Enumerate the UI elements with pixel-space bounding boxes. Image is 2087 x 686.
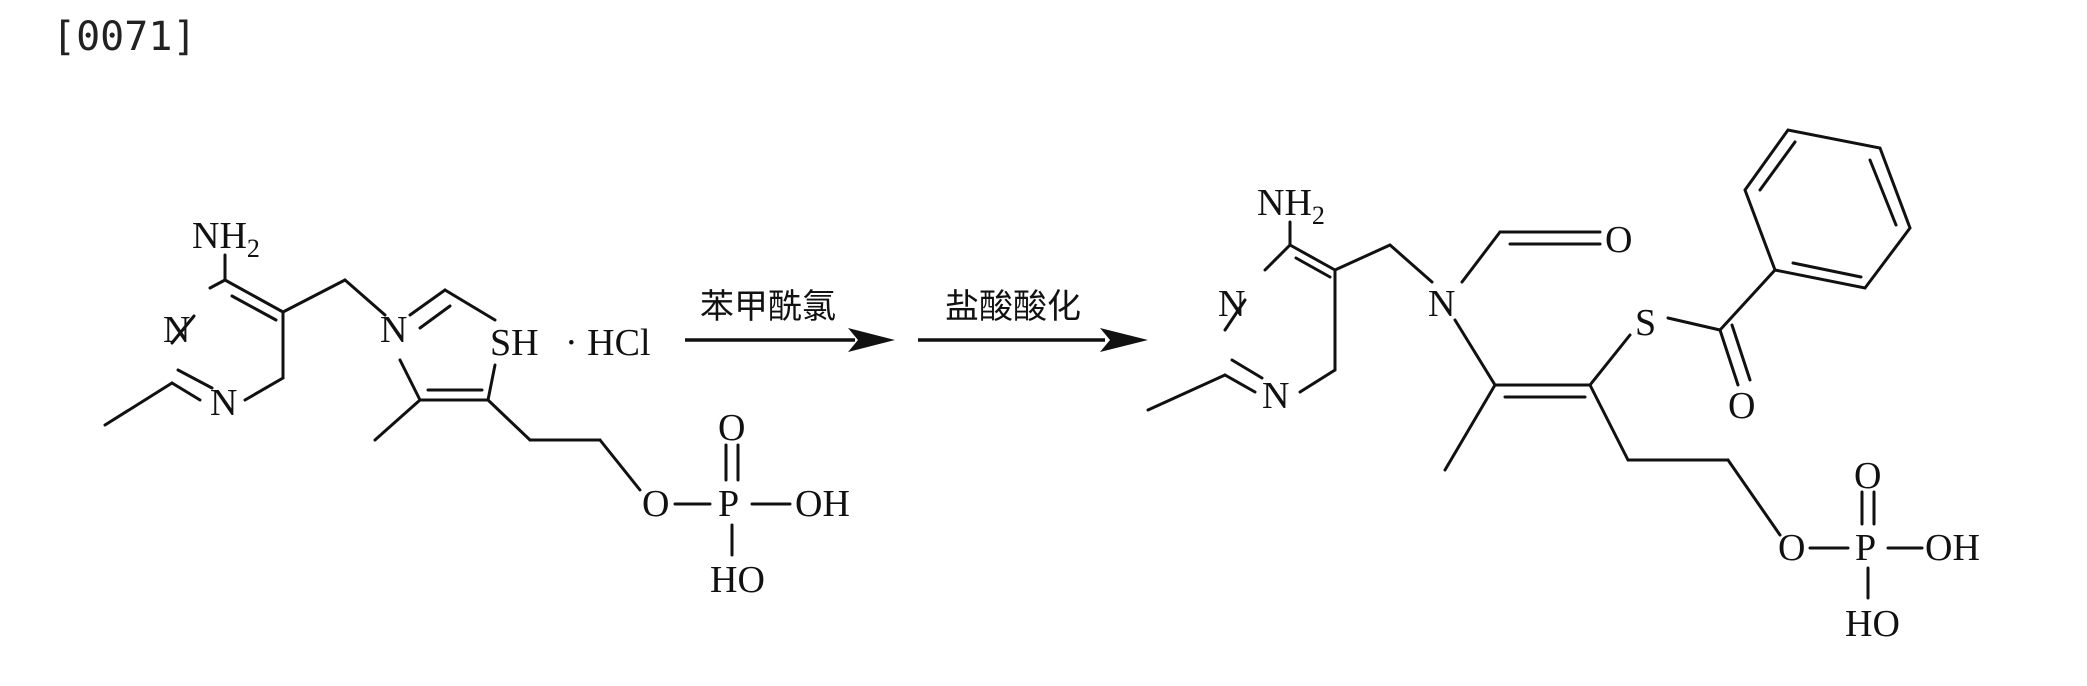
reactant-methyl-bond (105, 383, 172, 425)
reactant-methylene-bond-1 (283, 280, 345, 312)
reactant-ring-n-lower: N (210, 382, 237, 424)
reactant-ring-methyl-bond (375, 400, 420, 440)
product-phosphate-oh: OH (1925, 527, 1980, 569)
reactant-chain-bond-3 (600, 440, 640, 490)
step1-reagent-label: 苯甲酰氯 (700, 288, 836, 326)
reactant-thiazole-n: N (380, 309, 407, 351)
product-c-s-bond (1590, 335, 1630, 385)
reactant-chain-bond-1 (488, 400, 530, 440)
product-ring-n-lower: N (1262, 375, 1289, 417)
reactant-thiol-label: SH (490, 322, 539, 364)
product-phosphate-o-top: O (1854, 455, 1881, 497)
product-alkene-methyl-bond (1445, 385, 1495, 470)
product-phenyl-ring (1745, 130, 1910, 288)
product-amide-n: N (1428, 283, 1455, 325)
product-phosphate-p: P (1855, 527, 1876, 569)
product-amine-label: NH2 (1257, 182, 1325, 230)
reaction-arrow-1: 苯甲酰氯 (685, 288, 895, 352)
product-chain-bond-3 (1728, 460, 1780, 535)
product-n-formyl-bond (1462, 232, 1500, 282)
product-methylene-bond-2 (1390, 245, 1432, 282)
reactant-methylene-bond-2 (345, 280, 385, 315)
product-n-c-bond (1455, 320, 1495, 385)
reactant-phosphate-oh: OH (795, 483, 850, 525)
product-s-carbonyl-bond (1668, 318, 1720, 330)
product-carbonyl-phenyl-bond (1720, 270, 1775, 330)
product-phosphate-o-link: O (1778, 527, 1805, 569)
product-chain-bond-1 (1590, 385, 1628, 460)
reactant-phosphate-o-link: O (642, 483, 669, 525)
reactant-phosphate-ho: HO (710, 559, 765, 601)
product-methyl-bond (1148, 375, 1225, 410)
reactant-phosphate-o-top: O (718, 407, 745, 449)
product-phosphate-ho: HO (1845, 603, 1900, 645)
reactant-hcl-label: · HCl (565, 322, 651, 364)
reaction-arrow-2: 盐酸酸化 (918, 288, 1148, 352)
reactant-amine-label: NH2 (192, 215, 260, 263)
reactant-structure: NH2 N N N SH · HCl O O P OH HO (105, 215, 850, 601)
product-carbonyl-o: O (1728, 385, 1755, 427)
step2-reagent-label: 盐酸酸化 (945, 288, 1081, 326)
product-aldehyde-o: O (1605, 219, 1632, 261)
reactant-thiazole-ring (400, 290, 495, 400)
product-thioester-s: S (1635, 302, 1656, 344)
product-structure: NH2 N N N O S O O O P OH HO (1148, 130, 1980, 645)
reactant-ring-n-upper: N (163, 309, 190, 351)
reactant-phosphate-p: P (718, 483, 739, 525)
product-methylene-bond-1 (1335, 245, 1390, 270)
product-ring-n-upper: N (1218, 283, 1245, 325)
